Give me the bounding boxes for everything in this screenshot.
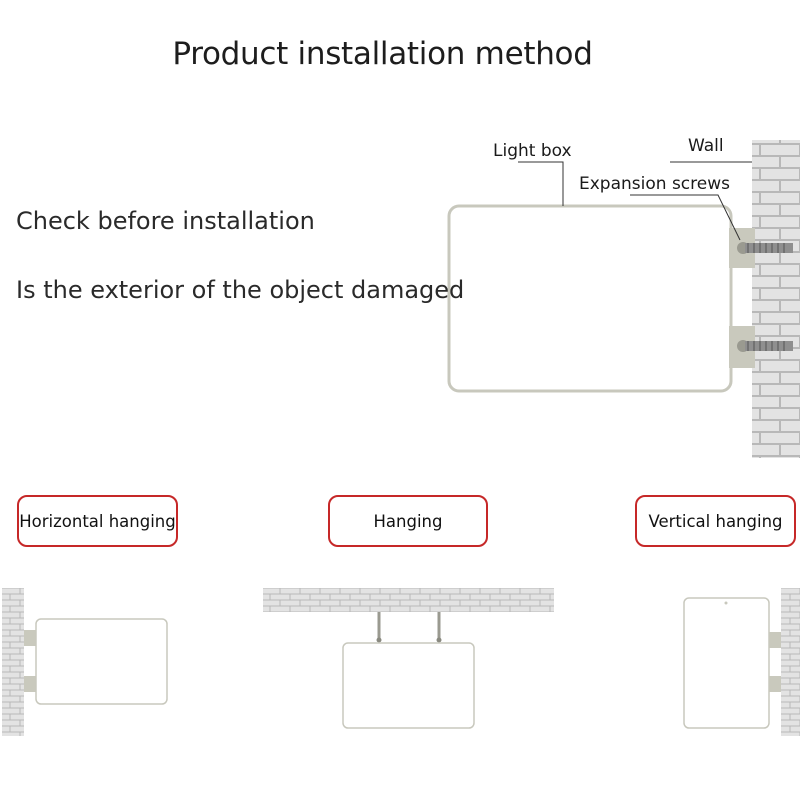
thumb-hanging-ceiling (263, 588, 554, 612)
thumb-vertical-bracket-top (769, 632, 781, 648)
main-bracket-bottom (729, 326, 793, 368)
expansion-screws-label: Expansion screws (579, 174, 730, 194)
main-wall (752, 140, 800, 458)
thumb-hanging-box (342, 642, 475, 729)
page-title: Product installation method (172, 36, 593, 72)
mode-vertical-hanging: Vertical hanging (635, 495, 796, 547)
main-light-box (447, 204, 733, 393)
thumb-vertical-box (683, 597, 770, 729)
wall-label: Wall (688, 136, 724, 156)
thumb-vertical-wall (781, 588, 800, 736)
damage-note: Is the exterior of the object damaged (16, 276, 465, 304)
thumb-horizontal-bracket-bottom (24, 676, 36, 692)
light-box-leader (518, 161, 564, 206)
thumb-horizontal-bracket-top (24, 630, 36, 646)
main-bracket-top (729, 228, 793, 268)
check-note: Check before installation (16, 207, 315, 235)
expansion-screws-leader (630, 194, 741, 241)
light-box-label: Light box (493, 141, 572, 161)
thumb-horizontal-wall (2, 588, 24, 736)
thumb-vertical-bracket-bottom (769, 676, 781, 692)
mode-hanging: Hanging (328, 495, 488, 547)
mode-horizontal-hanging: Horizontal hanging (17, 495, 178, 547)
thumb-horizontal-box (35, 618, 168, 705)
